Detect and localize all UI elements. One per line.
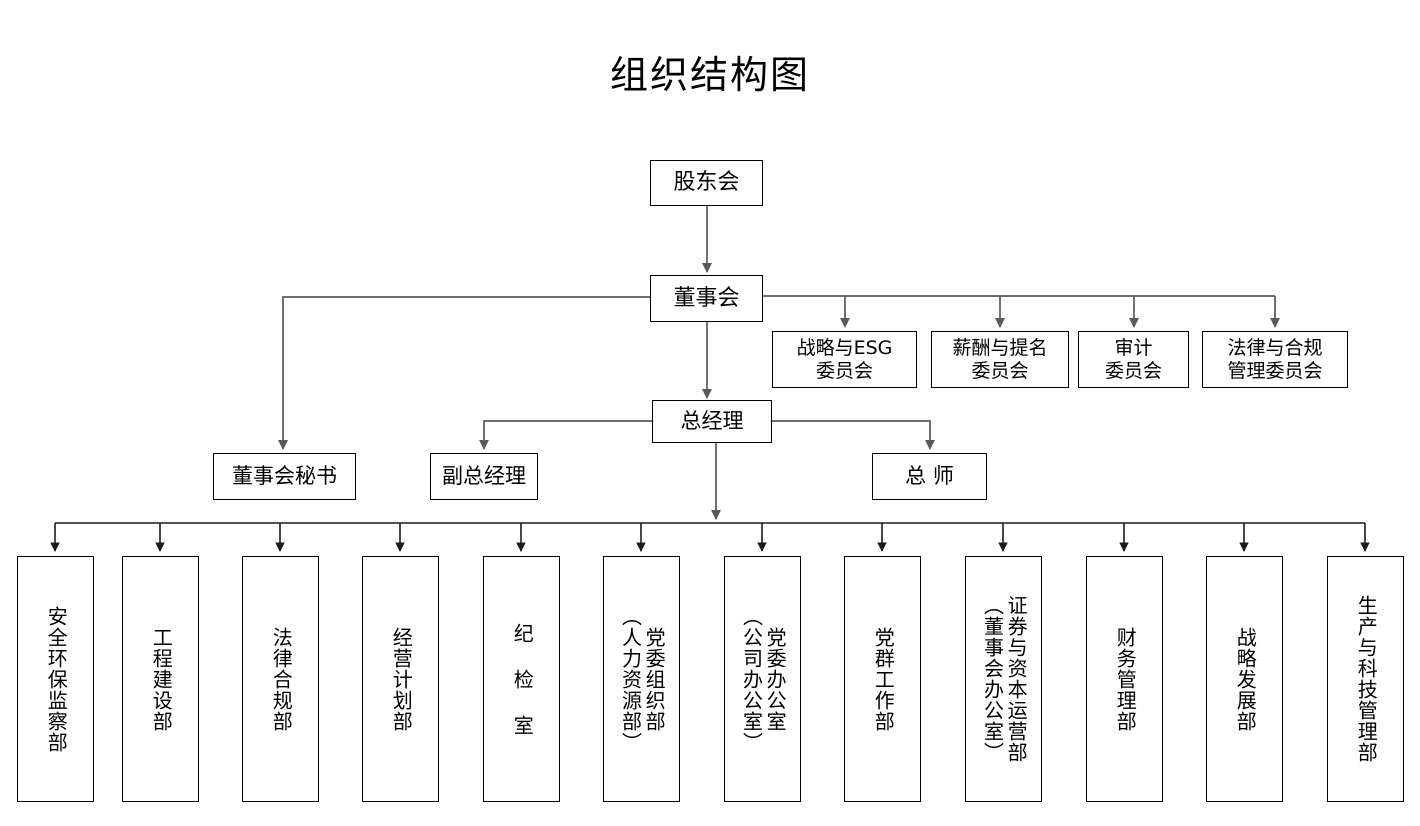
node-shareholders-meeting[interactable]: 股东会 [650,160,763,206]
dept-label: 安全环保监察部 [44,605,69,753]
node-dept-engineering-construction[interactable]: 工程建设部 [122,556,199,802]
node-dept-production-technology-management[interactable]: 生产与科技管理部 [1327,556,1404,802]
edge-gm-deputy [478,420,652,451]
node-deputy-general-manager[interactable]: 副总经理 [430,453,538,500]
dept-label: 财务管理部 [1113,626,1138,732]
edge-board-secretary [277,296,652,451]
node-committee-remuneration-nomination[interactable]: 薪酬与提名 委员会 [931,331,1069,388]
node-dept-business-planning[interactable]: 经营计划部 [362,556,439,802]
node-committee-audit[interactable]: 审计 委员会 [1078,331,1189,388]
node-board-secretary[interactable]: 董事会秘书 [213,453,356,500]
dept-label: 证券与资本运营部 （董事会办公室） [980,595,1029,763]
node-dept-strategic-development[interactable]: 战略发展部 [1206,556,1283,802]
node-dept-financial-management[interactable]: 财务管理部 [1086,556,1163,802]
node-dept-safety-environment-supervision[interactable]: 安全环保监察部 [17,556,94,802]
dept-label: 法律合规部 [269,626,294,732]
node-dept-discipline-inspection-office[interactable]: 纪 检 室 [483,556,560,802]
node-committee-strategy-esg[interactable]: 战略与ESG 委员会 [772,331,917,388]
dept-label: 工程建设部 [149,626,174,732]
node-chief-engineer[interactable]: 总 师 [872,453,987,500]
node-dept-party-organization-hr[interactable]: 党委组织部 （人力资源部） [603,556,680,802]
dept-label: 党委组织部 （人力资源部） [618,605,667,753]
page-title: 组织结构图 [609,53,810,97]
dept-label: 经营计划部 [389,626,414,732]
edge-gm-chief-engineer [772,420,936,451]
node-committee-legal-compliance[interactable]: 法律与合规 管理委员会 [1202,331,1348,388]
node-dept-party-mass-work[interactable]: 党群工作部 [844,556,921,802]
node-dept-legal-compliance[interactable]: 法律合规部 [242,556,319,802]
node-board-of-directors[interactable]: 董事会 [650,275,763,322]
node-dept-party-office-company-office[interactable]: 党委办公室 （公司办公室） [724,556,801,802]
dept-label: 战略发展部 [1233,626,1258,732]
node-general-manager[interactable]: 总经理 [652,400,772,443]
dept-label: 党群工作部 [871,626,896,732]
node-dept-securities-capital-operations-board-office[interactable]: 证券与资本运营部 （董事会办公室） [965,556,1042,802]
dept-label: 纪 检 室 [510,622,535,736]
dept-label: 党委办公室 （公司办公室） [739,605,788,753]
dept-label: 生产与科技管理部 [1354,595,1379,763]
